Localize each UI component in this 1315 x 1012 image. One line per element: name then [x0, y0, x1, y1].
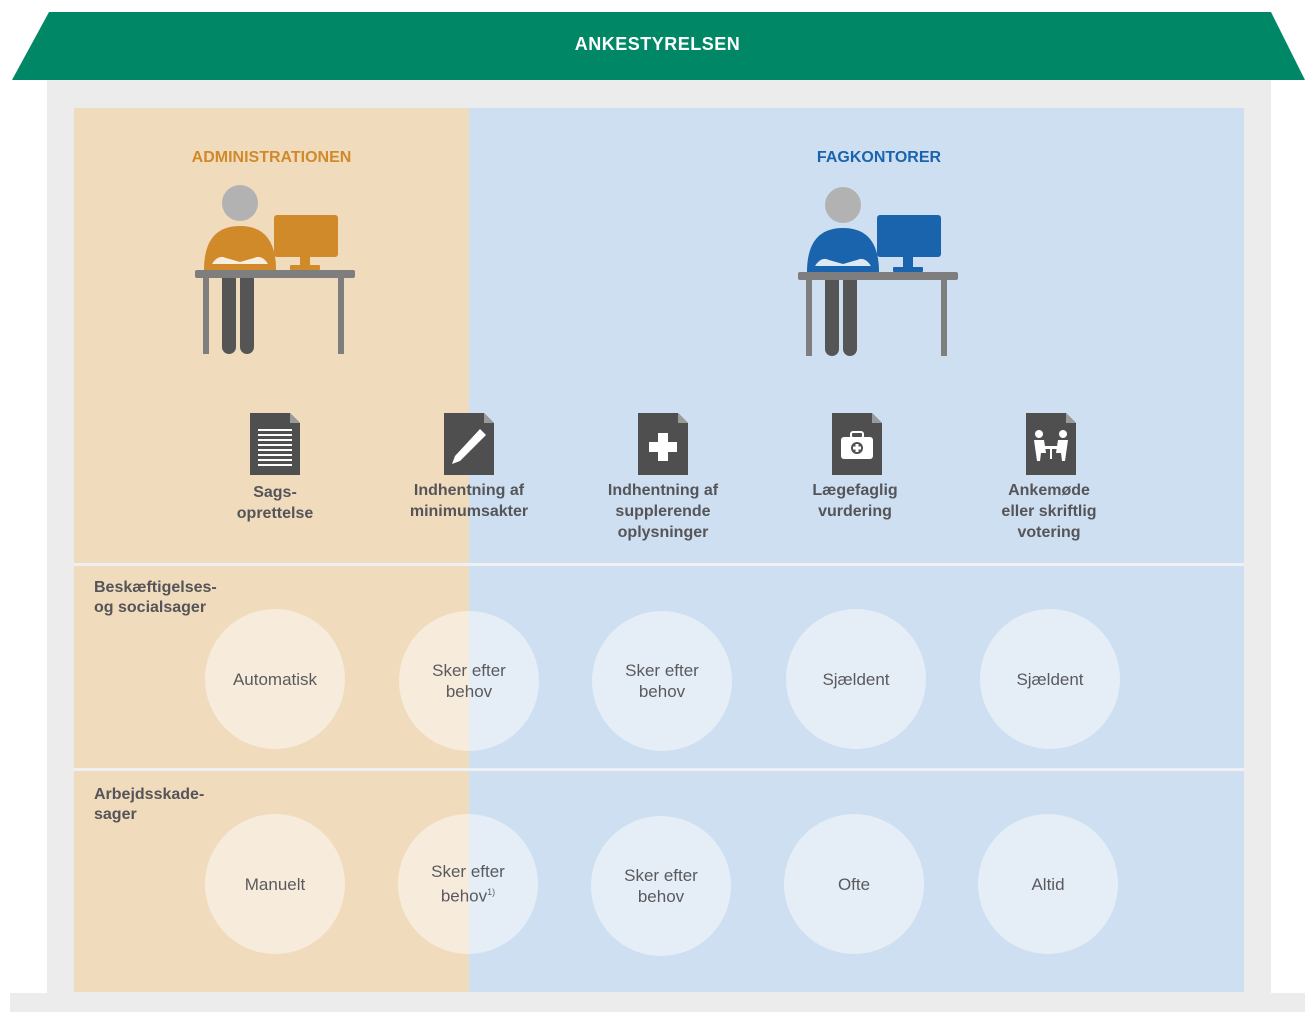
value-circle-with-footnote: Sker efter behov1) [398, 814, 538, 954]
fagkontorer-worker-icon [798, 187, 958, 356]
building-floor [10, 993, 1305, 1012]
roof-banner [12, 12, 1305, 80]
admin-worker-icon [195, 185, 355, 354]
row-label-arbejdsskade: Arbejdsskade- sager [94, 786, 205, 823]
value-circle: Automatisk [205, 609, 345, 749]
value-circle: Sker efter behov [592, 611, 732, 751]
row-divider [74, 768, 1244, 771]
value-circle: Sjældent [786, 609, 926, 749]
value-circle: Ofte [784, 814, 924, 954]
value-circle: Altid [978, 814, 1118, 954]
step-label-supplerende-oplysninger: Indhentning af supplerende oplysninger [607, 482, 719, 541]
value-text: Sker efter behov [431, 862, 505, 906]
step-label-sagsoprettelse: Sags- oprettelse [236, 484, 314, 522]
step-label-laegefaglig-vurdering: Lægefaglig vurdering [812, 482, 898, 520]
step-label-ankemoede: Ankemøde eller skriftlig votering [1001, 482, 1097, 541]
medical-bag-document-icon [832, 413, 882, 475]
value-circle: Manuelt [205, 814, 345, 954]
row-label-beskaeftigelse: Beskæftigelses- og socialsager [94, 579, 217, 616]
row-divider [74, 563, 1244, 566]
meeting-document-icon [1026, 413, 1076, 475]
plus-document-icon [638, 413, 688, 475]
value-circle: Sker efter behov [591, 816, 731, 956]
pencil-document-icon [444, 413, 494, 475]
document-lines-icon [250, 413, 300, 475]
step-label-minimumsakter: Indhentning af minimumsakter [409, 482, 529, 520]
page-title: ANKESTYRELSEN [574, 34, 741, 54]
admin-heading: ADMINISTRATIONEN [191, 149, 352, 166]
fagkontorer-heading: FAGKONTORER [816, 149, 942, 166]
footnote-marker: 1) [487, 887, 496, 898]
value-circle: Sjældent [980, 609, 1120, 749]
value-circle: Sker efter behov [399, 611, 539, 751]
